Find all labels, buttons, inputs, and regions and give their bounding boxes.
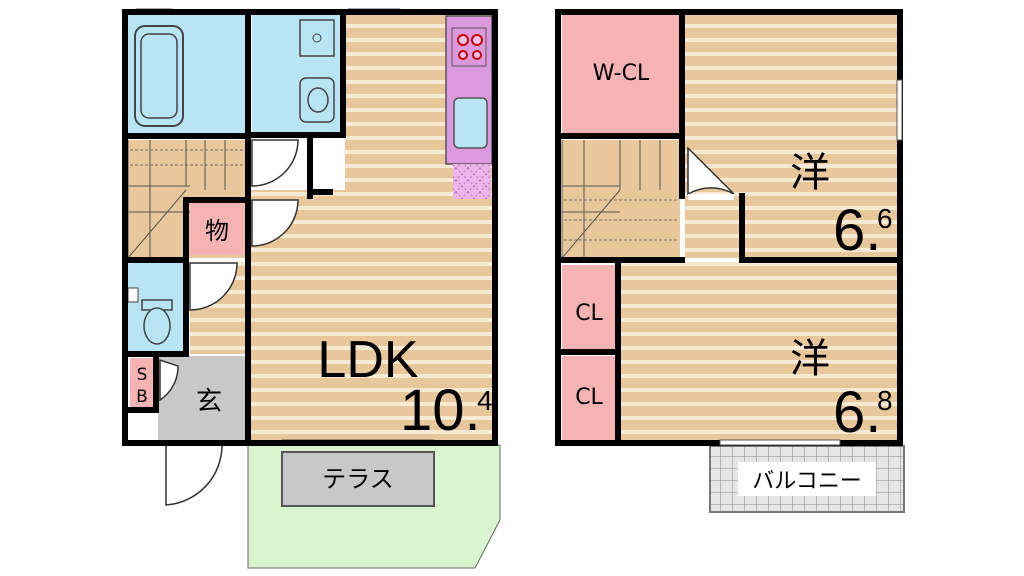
stove-icon <box>451 27 487 67</box>
western-room-2-label: 洋 <box>790 336 830 382</box>
floor-1: テラス 物 <box>122 8 501 569</box>
door-swings-2f <box>687 146 735 200</box>
western-room-2-floor <box>618 262 897 440</box>
washbasin-bowl <box>307 87 329 113</box>
ldk-size-dec: 4 <box>477 385 493 416</box>
terrace-step <box>281 451 435 507</box>
terrace-label: テラス <box>322 465 394 493</box>
walk-in-closet <box>562 15 680 133</box>
washer-drum <box>312 33 322 43</box>
western-room-1-size-int: 6. <box>833 198 881 263</box>
walls-2f <box>555 9 903 446</box>
closet-2 <box>562 356 616 440</box>
ldk-floor <box>250 190 495 440</box>
walls-1f <box>122 9 498 446</box>
sink-icon <box>453 97 488 149</box>
balcony-label: バルコニー <box>752 469 862 494</box>
washer-icon <box>299 19 335 57</box>
shoe-box-label-s: S <box>137 365 148 385</box>
door-swings-1f <box>159 139 299 506</box>
bathtub-icon <box>134 25 184 127</box>
western-room-1-size-dec: 6 <box>877 203 893 234</box>
western-room-2-size-int: 6. <box>833 380 881 445</box>
ldk-size-int: 10. <box>400 378 481 443</box>
ldk-label: LDK <box>317 331 418 389</box>
bathtub-inner <box>140 33 178 119</box>
washbasin-icon <box>299 77 335 123</box>
western-room-2-size-dec: 8 <box>877 385 893 416</box>
closet-2-label: CL <box>575 385 603 410</box>
storage-label: 物 <box>205 217 229 245</box>
window-marks-2f <box>719 79 903 446</box>
entrance-label: 玄 <box>196 387 222 417</box>
closet-1 <box>562 265 616 349</box>
kitchen-extra <box>453 164 491 199</box>
walk-in-closet-label: W-CL <box>593 61 650 86</box>
staircase-2f <box>561 140 680 259</box>
toilet-tank-icon <box>127 287 139 303</box>
shoe-box-label-b: B <box>136 387 148 407</box>
western-room-1-floor <box>685 14 897 258</box>
western-room-1-label: 洋 <box>790 150 830 196</box>
closet-1-label: CL <box>575 301 603 326</box>
balcony-label-bg <box>738 462 876 496</box>
floor-2: バルコニー W-CL CL CL <box>555 9 905 513</box>
toilet-icon <box>141 299 173 345</box>
shoe-box <box>130 358 154 408</box>
storage-room <box>190 203 244 255</box>
